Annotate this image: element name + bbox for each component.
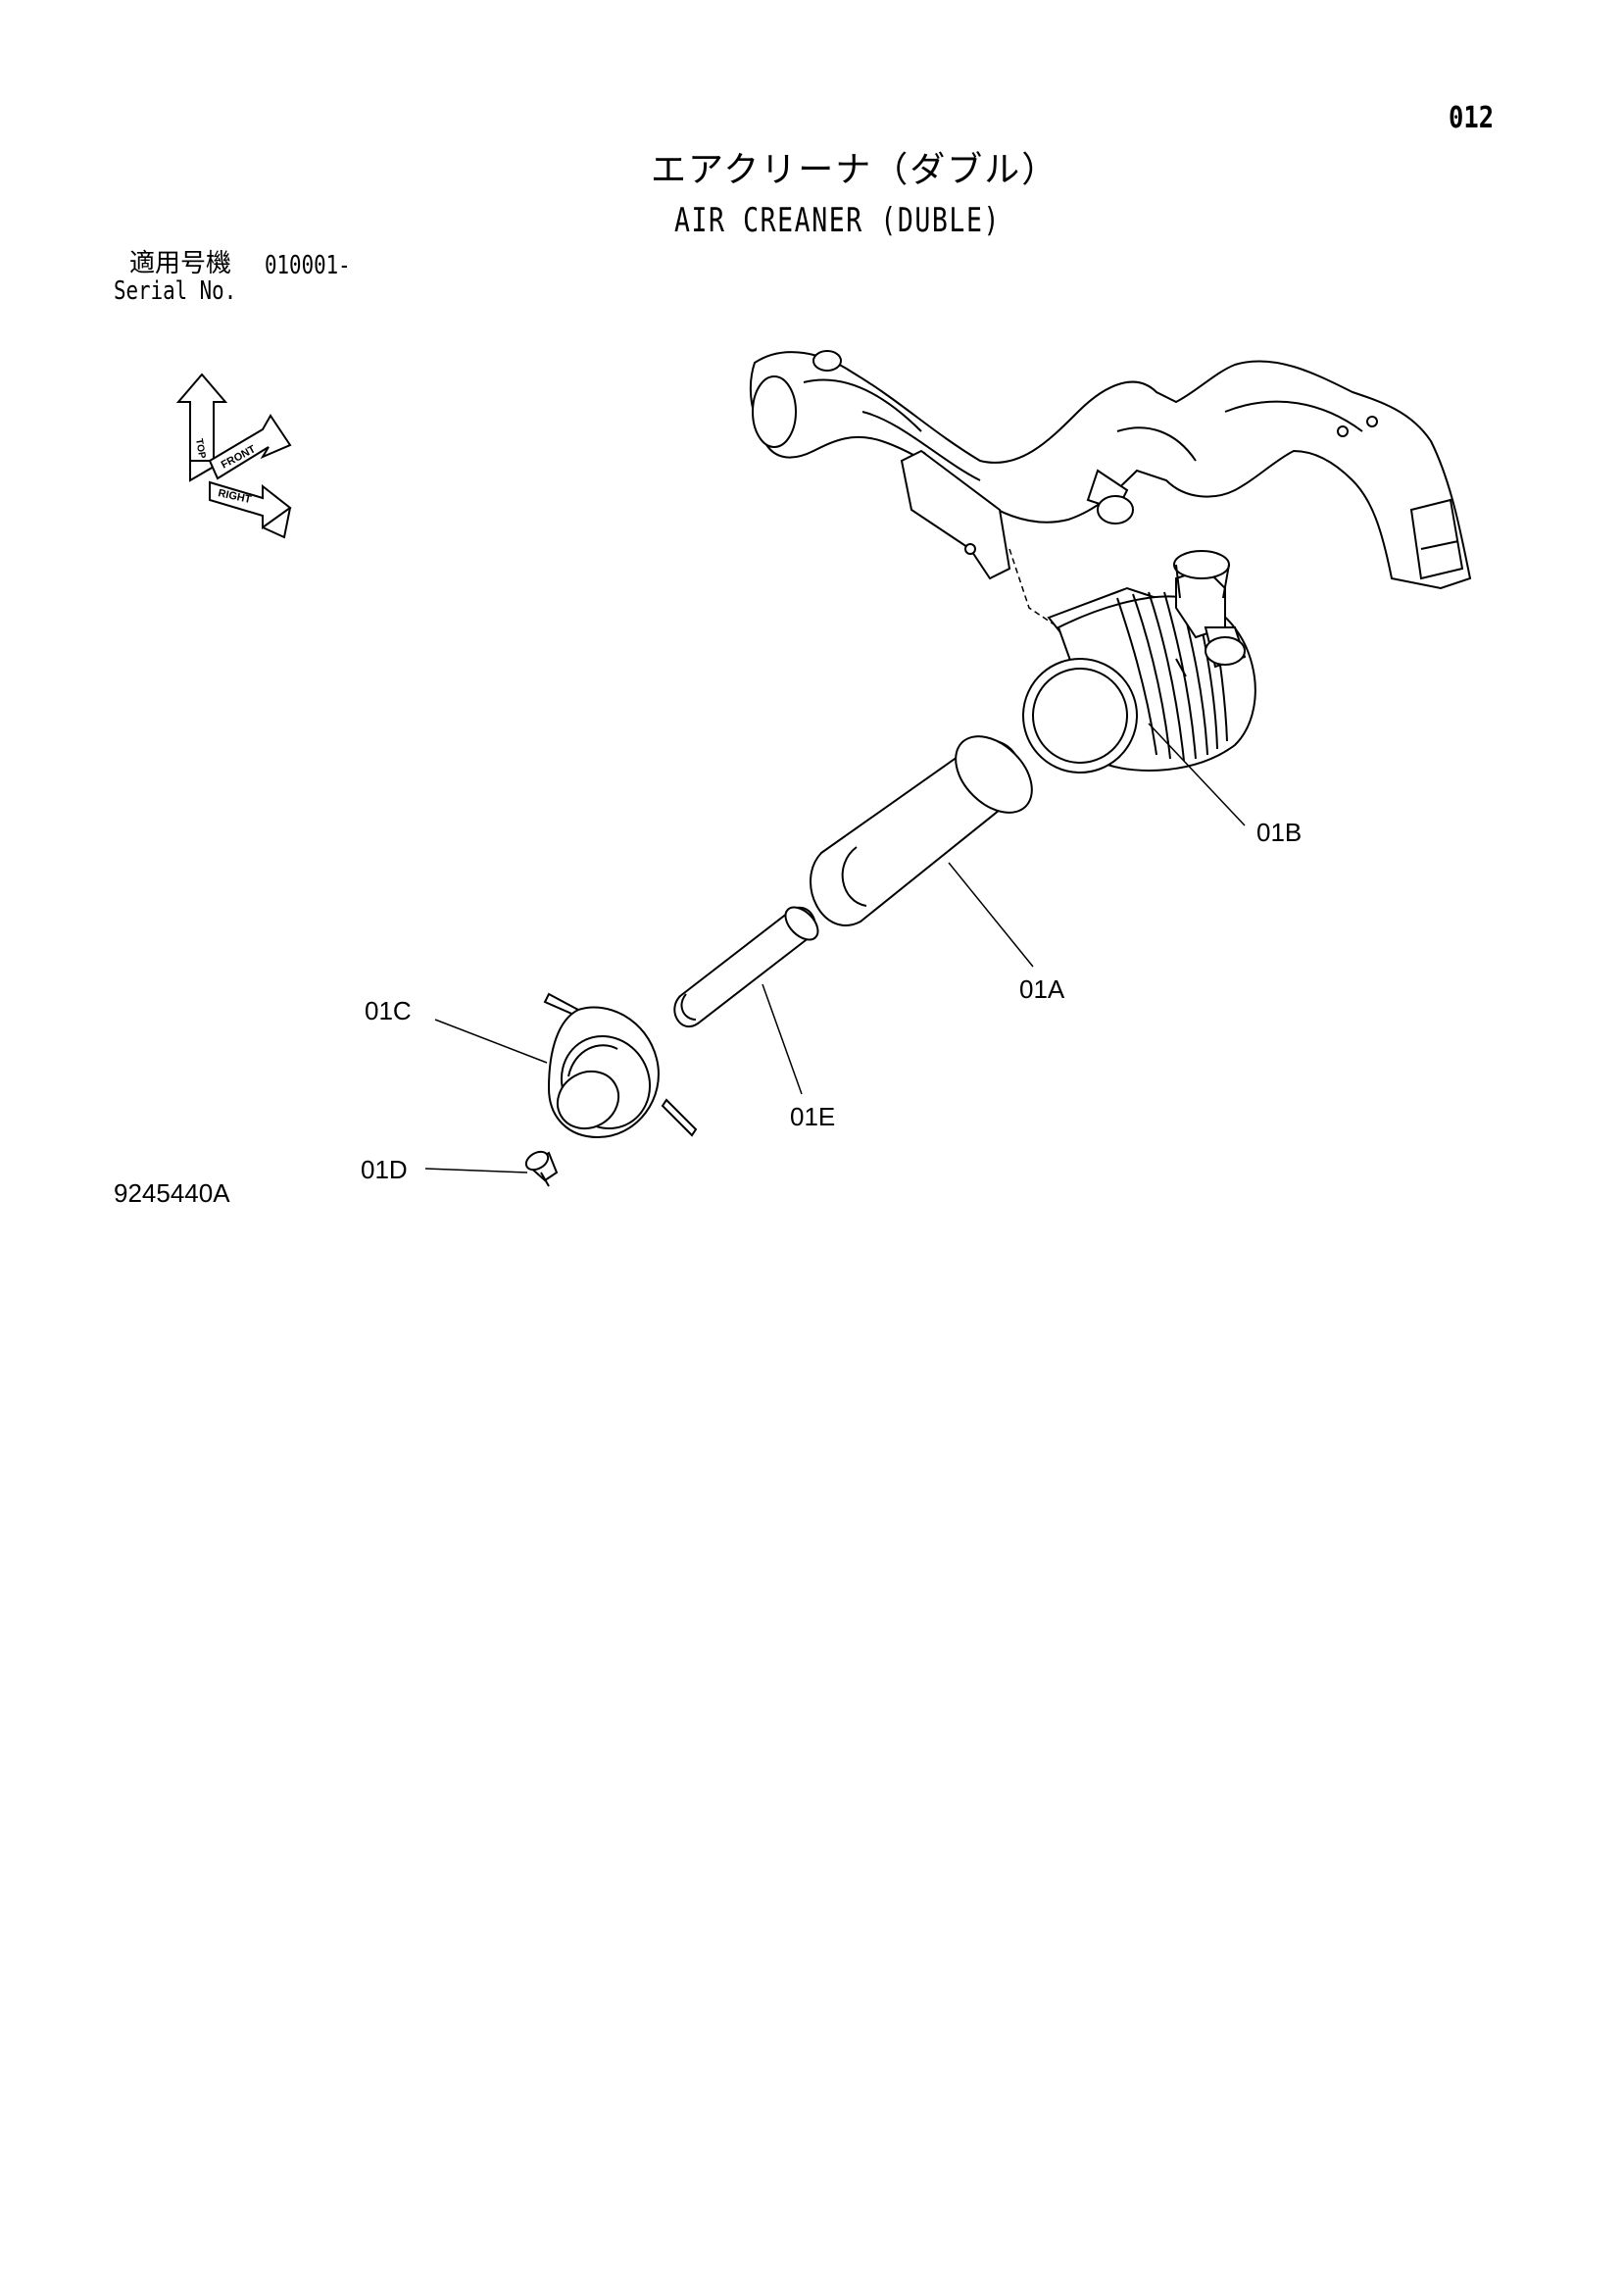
callout-01E: 01E [790,1102,836,1131]
intake-duct [751,352,1470,588]
orientation-arrow-front [210,416,290,478]
hidden-line [1009,549,1058,627]
page-number: 012 [1449,101,1495,135]
orientation-arrow-right [210,482,290,527]
leader-01E [762,984,802,1094]
mounting-bracket [902,451,1009,578]
leader-lines [425,724,1245,1173]
leader-01C [435,1020,547,1063]
cover-01C [545,994,696,1145]
serial-label-english: Serial No. [114,276,237,306]
main-filter-element-01A [811,722,1047,925]
air-cleaner-housing-01B [1008,551,1255,788]
vacuator-valve-01D [523,1148,557,1186]
orientation-indicator: TOP FRONT RIGHT [178,374,290,537]
page-title-english: AIR CREANER (DUBLE) [674,201,1002,240]
callout-01B: 01B [1256,818,1303,847]
safety-filter-element-01E [674,901,823,1026]
serial-number-range: 010001- [265,251,351,280]
drawing-number: 9245440A [114,1178,230,1208]
callout-01A: 01A [1019,974,1065,1004]
leader-01B [1149,724,1245,825]
leader-01A [949,863,1033,967]
serial-label-japanese: 適用号機 [129,249,232,278]
orientation-label-top: TOP [193,438,207,460]
callout-01D: 01D [361,1155,408,1184]
callout-01C: 01C [365,996,412,1025]
intake-pipe-assembly [751,351,1470,588]
leader-01D [425,1169,527,1173]
page-title-japanese: エアクリーナ（ダブル） [651,150,1059,190]
